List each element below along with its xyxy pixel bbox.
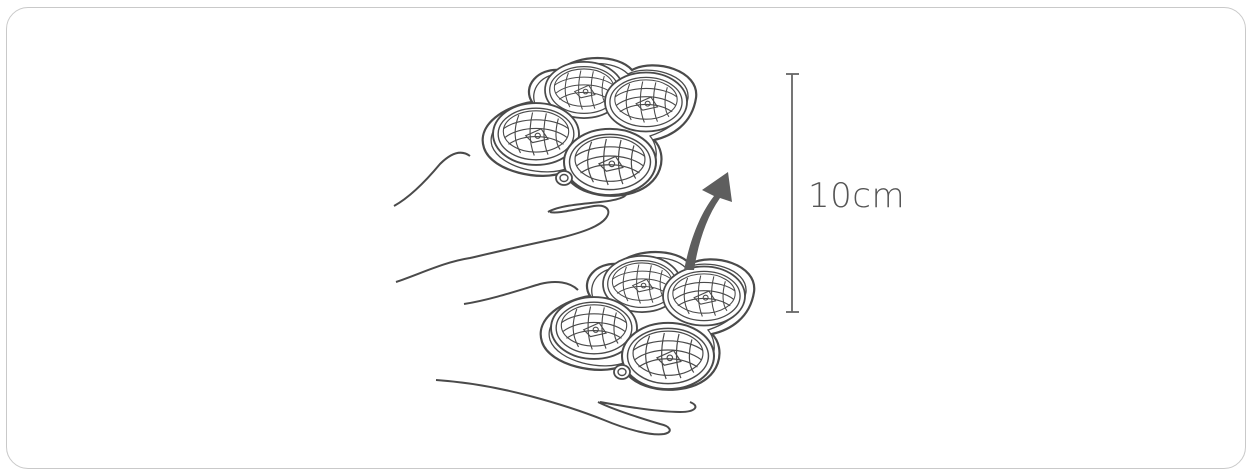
height-measure-label: 10cm (808, 176, 905, 216)
upper-drone-icon (483, 58, 697, 196)
curved-up-arrow-icon (684, 172, 732, 270)
height-measure-bracket (786, 74, 799, 312)
lower-drone-icon (541, 252, 755, 390)
